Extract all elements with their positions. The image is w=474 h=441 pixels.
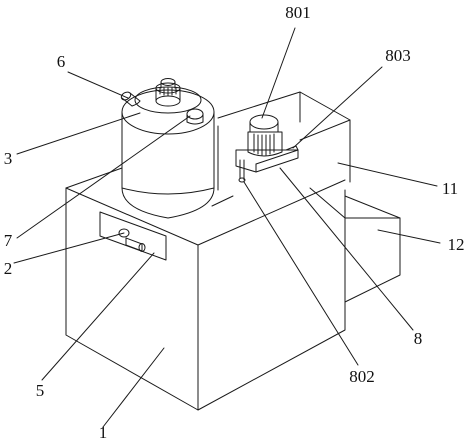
label-803: 803 (385, 46, 411, 65)
feed-port-7 (186, 108, 204, 125)
tank-3 (121, 86, 215, 219)
label-3: 3 (4, 149, 13, 168)
control-plate (99, 211, 167, 261)
motor-801 (249, 114, 279, 130)
label-1: 1 (99, 423, 108, 441)
label-6: 6 (57, 52, 66, 71)
label-5: 5 (36, 381, 45, 400)
side-block-12 (309, 187, 401, 303)
knob-2 (118, 228, 130, 238)
label-11: 11 (442, 179, 458, 198)
tank-motor (155, 78, 181, 107)
label-801: 801 (285, 3, 311, 22)
label-7: 7 (4, 231, 13, 250)
bracket-803 (285, 145, 299, 151)
outlet-802 (238, 177, 246, 183)
inlet-pipe-6 (120, 91, 141, 107)
label-12: 12 (448, 235, 465, 254)
leader-lines (13, 27, 441, 428)
base-body-1 (65, 125, 346, 411)
label-802: 802 (349, 367, 375, 386)
label-8: 8 (414, 329, 423, 348)
rear-block-11 (217, 91, 351, 183)
label-2: 2 (4, 259, 13, 278)
reference-numerals: 801 6 803 3 11 7 12 2 8 5 802 1 (4, 3, 465, 441)
motor-assembly-8 (235, 114, 299, 183)
